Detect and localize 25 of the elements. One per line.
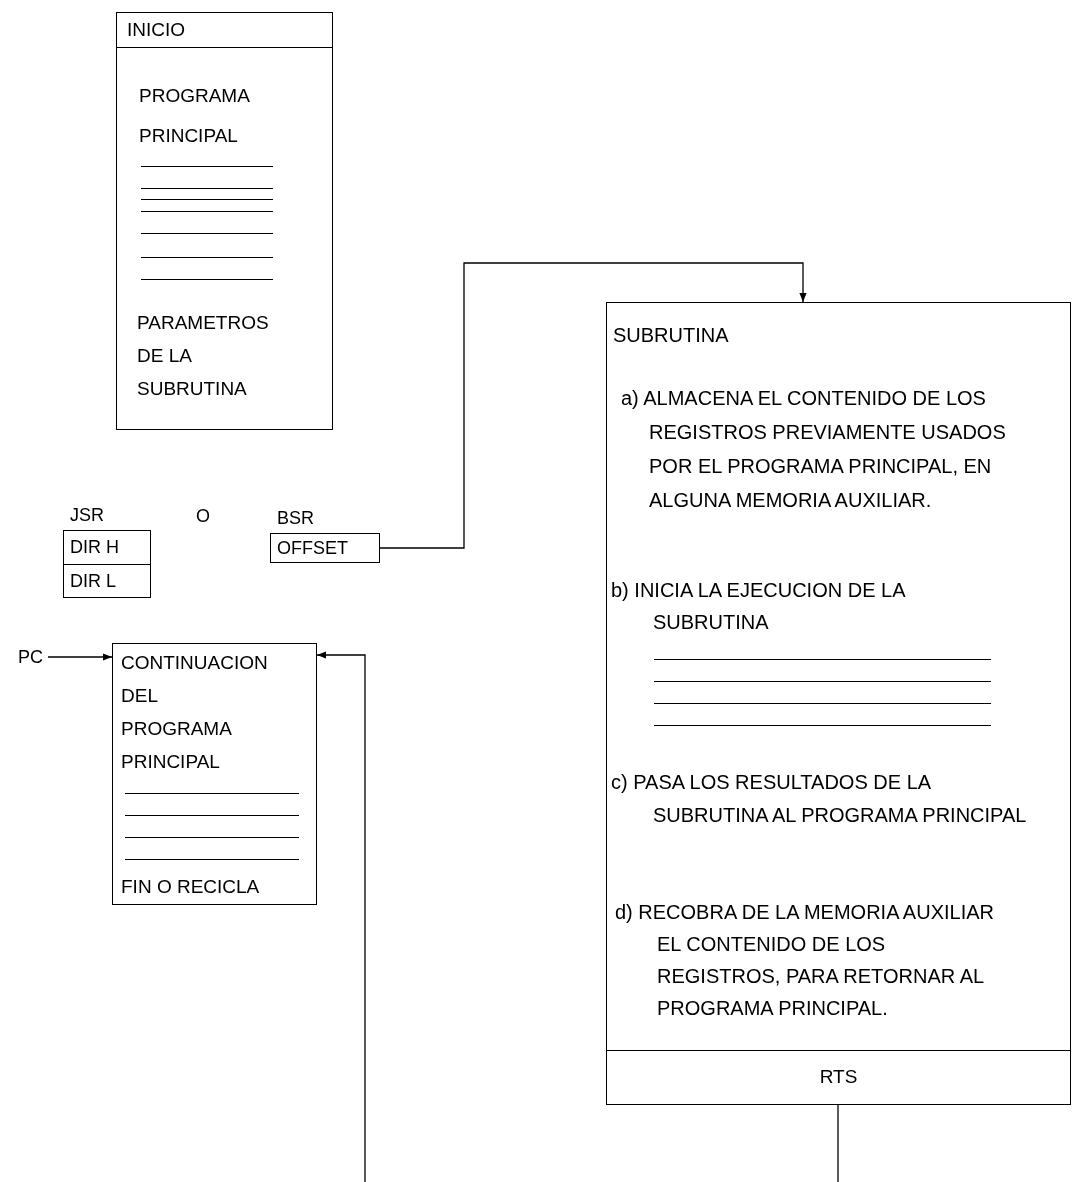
program-block <box>112 643 317 905</box>
node-text: d) RECOBRA DE LA MEMORIA AUXILIAR EL CONTENIDO DE LOS REGISTROS, PARA RETORNAR AL PROGRAMA PRINCIPAL. <box>615 900 995 1021</box>
node-text: CONTINUACION DEL PROGRAMA PRINCIPAL <box>121 651 269 774</box>
node-text: OFFSET <box>277 537 349 560</box>
node-text: DIR L <box>70 570 117 593</box>
node-text: DIR H <box>70 536 120 559</box>
node-text: b) INICIA LA EJECUCION DE LA SUBRUTINA <box>611 578 906 635</box>
node-text: PARAMETROS DE LA SUBRUTINA <box>137 311 270 401</box>
connector-arrow <box>379 262 807 549</box>
node-text: a) ALMACENA EL CONTENIDO DE LOS REGISTROS PREVIAMENTE USADOS POR EL PROGRAMA PRINCIPAL, EN ALGUNA MEMORIA AUXILIAR. <box>621 386 1007 513</box>
node-text: SUBRUTINA <box>613 323 730 348</box>
node-text: RTS <box>818 1065 859 1089</box>
connector-arrow <box>47 653 113 661</box>
connector-arrow <box>316 651 366 1182</box>
register-field <box>63 564 151 598</box>
node-text: FIN O RECICLA <box>121 875 261 899</box>
node-text: PROGRAMA PRINCIPAL <box>139 84 251 148</box>
node-text: PC <box>18 646 44 669</box>
instruction-label: O <box>196 505 210 528</box>
node-text: INICIO <box>127 18 187 42</box>
node-text: c) PASA LOS RESULTADOS DE LA SUBRUTINA AL PROGRAMA PRINCIPAL <box>611 770 1028 828</box>
memory-block <box>116 12 333 430</box>
subroutine-block <box>606 302 1071 1105</box>
instruction-label: JSR <box>70 504 104 527</box>
instruction-label: BSR <box>277 507 314 530</box>
